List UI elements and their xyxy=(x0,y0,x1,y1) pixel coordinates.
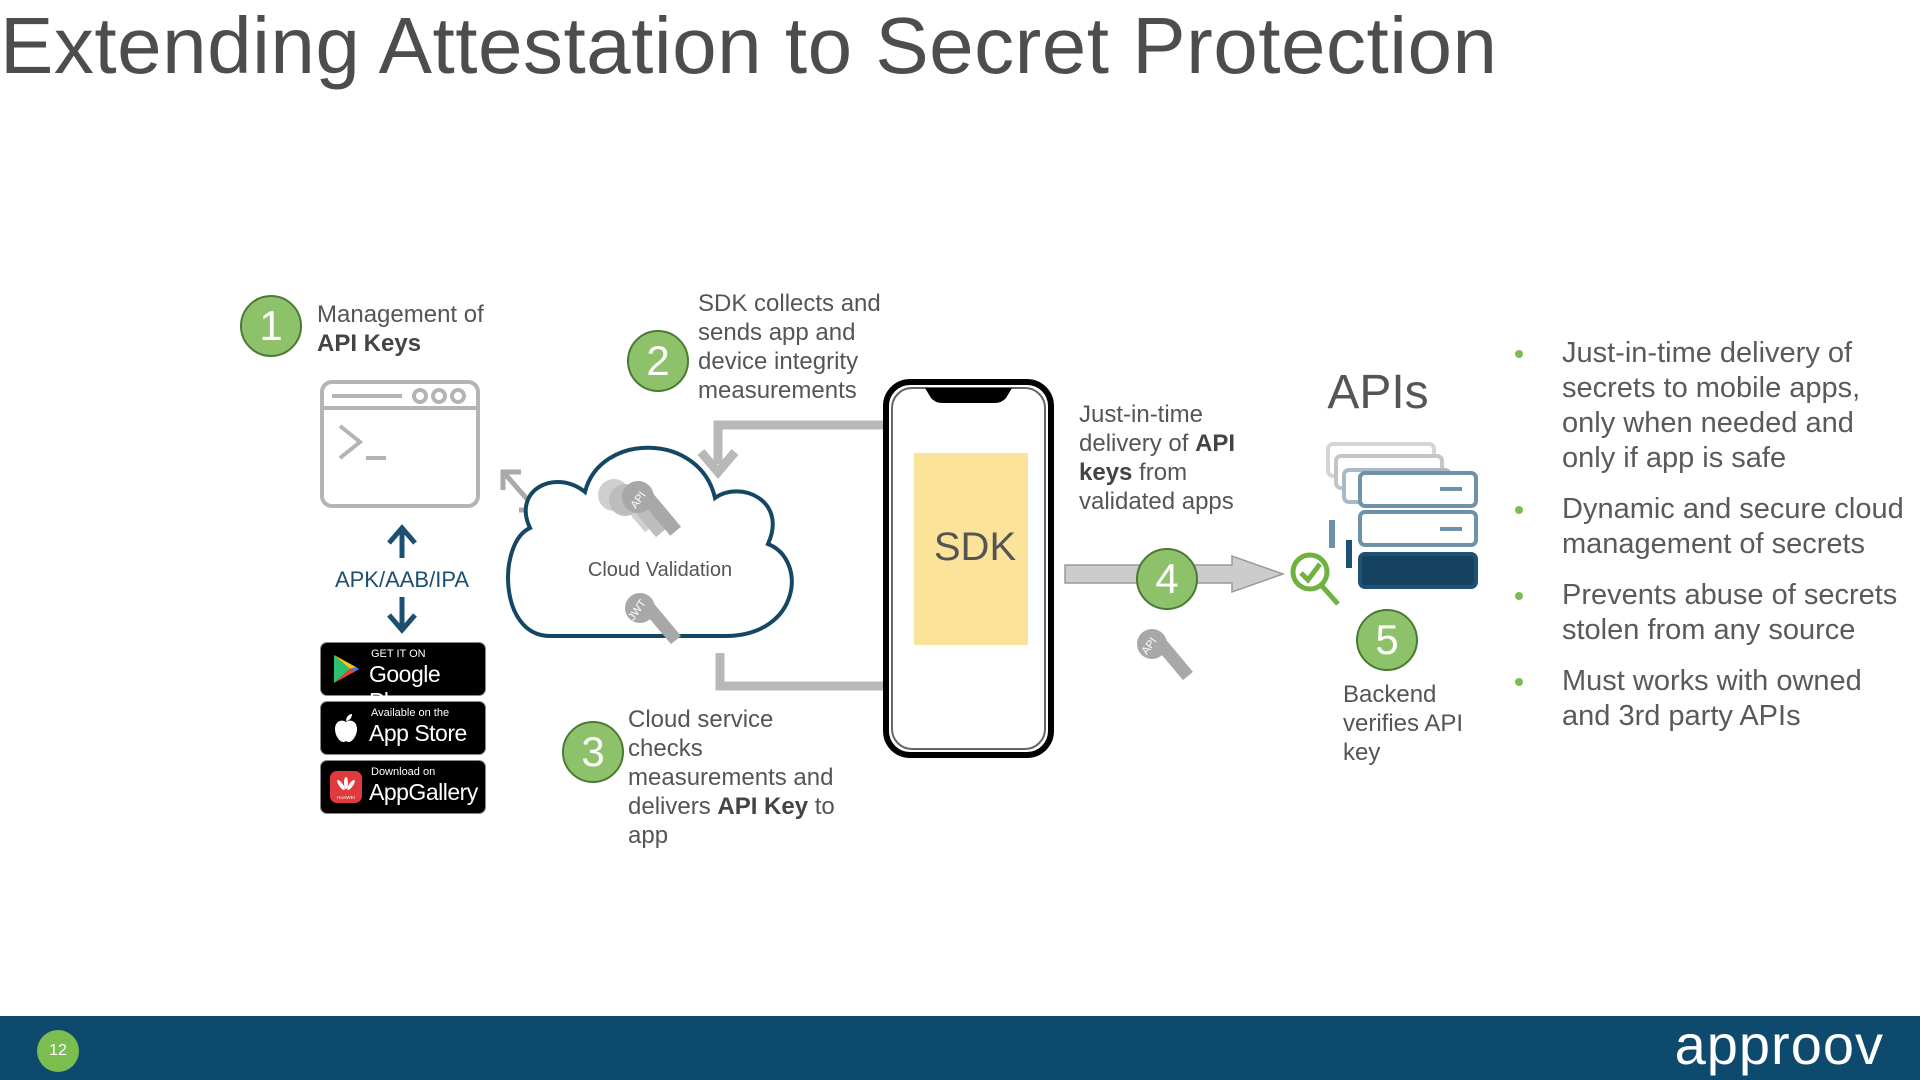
jwt-key-icon xyxy=(625,593,681,645)
list-item: Just-in-time delivery of secrets to mobi… xyxy=(1515,336,1915,476)
step-4-badge: 4 xyxy=(1136,548,1198,610)
api-key-icon xyxy=(1137,629,1193,681)
cloud-validation-label: Cloud Validation xyxy=(588,559,732,581)
bullet-dot xyxy=(1515,592,1523,600)
list-item: Dynamic and secure cloud management of s… xyxy=(1515,492,1915,562)
step-5-badge: 5 xyxy=(1356,609,1418,671)
step-1-badge: 1 xyxy=(240,295,302,357)
down-arrow xyxy=(387,597,417,634)
list-item: Prevents abuse of secrets stolen from an… xyxy=(1515,578,1915,648)
bullet-dot xyxy=(1515,506,1523,514)
bullet-dot xyxy=(1515,350,1523,358)
step-4-label: Just-in-time delivery of API keys from v… xyxy=(1079,401,1236,515)
huawei-icon: HUAWEI xyxy=(330,771,362,803)
store-small-text: Available on the xyxy=(371,707,450,719)
bullet-dot xyxy=(1515,678,1523,686)
up-arrow xyxy=(387,524,417,558)
store-small-text: Download on xyxy=(371,766,436,778)
page-number: 12 xyxy=(37,1030,79,1072)
huawei-brand-text: HUAWEI xyxy=(337,795,355,800)
api-key-stack-icon xyxy=(598,479,682,538)
page-title: Extending Attestation to Secret Protecti… xyxy=(0,1,1498,90)
store-small-text: GET IT ON xyxy=(371,648,426,660)
step-2-badge: 2 xyxy=(627,330,689,392)
apis-label: APIs xyxy=(1327,366,1428,419)
cloud-shape xyxy=(506,445,794,638)
server-stack-icon xyxy=(1326,442,1478,589)
phone-icon xyxy=(883,379,1054,758)
terminal-icon xyxy=(320,380,480,508)
footer-bar xyxy=(0,1016,1920,1080)
benefits-list: Just-in-time delivery of secrets to mobi… xyxy=(1515,336,1915,750)
google-play-badge[interactable]: GET IT ON Google Play xyxy=(320,642,486,714)
store-name: AppGallery xyxy=(369,779,478,805)
app-gallery-badge[interactable]: HUAWEI Download on AppGallery xyxy=(320,760,486,814)
app-store-badge[interactable]: Available on the App Store xyxy=(320,701,486,755)
google-play-icon xyxy=(334,655,359,683)
step-3-badge: 3 xyxy=(562,721,624,783)
apk-label: APK/AAB/IPA xyxy=(335,567,469,592)
verify-magnifier-icon xyxy=(1290,552,1340,606)
brand-logo: approov xyxy=(1674,1013,1884,1076)
store-name: App Store xyxy=(369,720,467,746)
list-item: Must works with owned and 3rd party APIs xyxy=(1515,664,1915,734)
apple-icon xyxy=(335,714,357,742)
sdk-label: SDK xyxy=(934,525,1017,569)
